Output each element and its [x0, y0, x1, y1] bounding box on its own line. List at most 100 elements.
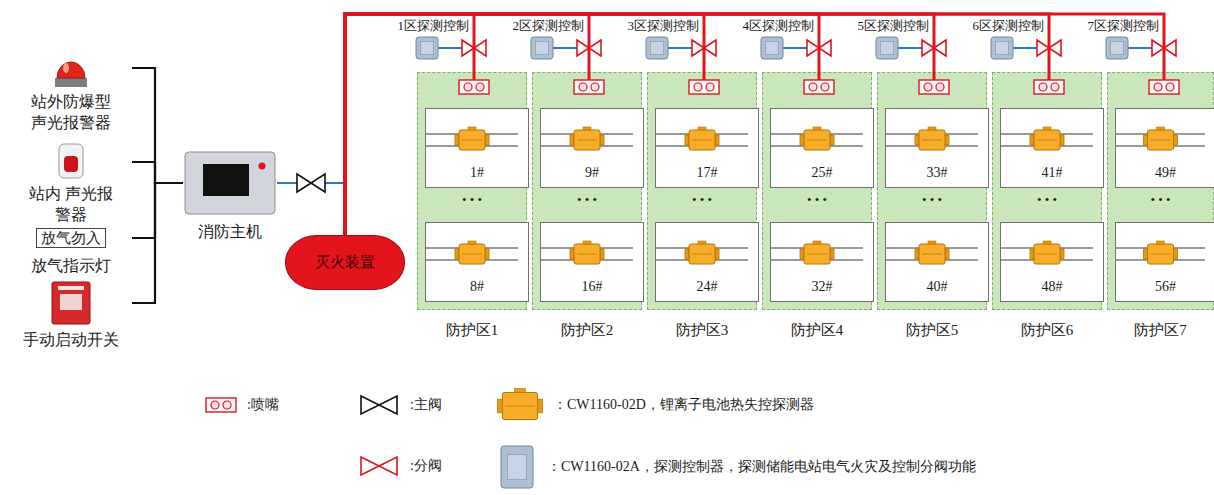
detector-detail [462, 254, 482, 255]
module-number: 8# [426, 279, 528, 295]
zone-nozzle [647, 72, 757, 98]
legend-text: ：CW1160-02A，探测控制器，探测储能电站电气火灾及控制分阀功能 [547, 458, 976, 476]
detector-detail [577, 140, 597, 141]
host-icon [183, 150, 277, 216]
detector-detail [583, 127, 591, 130]
detector-tab [1060, 135, 1064, 145]
controller-detail [765, 41, 778, 54]
nozzle-hole [1166, 83, 1174, 91]
detector-detail [505, 406, 534, 407]
pipe-stub [1163, 72, 1166, 80]
legend-item: ：CW1160-02D，锂离子电池热失控探测器 [497, 387, 814, 423]
detector-symbol [1034, 244, 1060, 264]
detector-symbol [459, 130, 485, 150]
legend-sample [497, 387, 543, 423]
detector-detail [807, 254, 827, 255]
nozzle-hole [706, 83, 714, 91]
battery-module: 16# [540, 222, 644, 302]
branch-valve-symbol [1152, 40, 1176, 56]
detector-detail [807, 140, 827, 141]
battery-module: 40# [885, 222, 989, 302]
detector-detail [813, 241, 821, 244]
controller-symbol [531, 37, 553, 59]
continuation-dots: • • • [647, 192, 757, 208]
module-drawing [656, 109, 748, 163]
protection-zone: • • •防护区29#16# [532, 72, 642, 344]
zone-nozzle [1107, 72, 1214, 98]
node-text: 站外防爆型 声光报警器 [25, 92, 117, 134]
host-screen [203, 164, 249, 196]
module-number: 32# [771, 279, 873, 295]
sign-text: 放气勿入 [36, 228, 106, 248]
protection-zone: • • •防护区641#48# [992, 72, 1102, 344]
controller-symbol [991, 37, 1013, 59]
switch-panel [60, 294, 82, 310]
zone-control-label: 7区探测控制 [1079, 17, 1159, 35]
nozzle-hole [924, 83, 932, 91]
module-drawing [1116, 223, 1205, 277]
nozzle-hole [476, 83, 484, 91]
extinguisher-tank: 灭火装置 [285, 235, 405, 290]
legend-text: :喷嘴 [247, 396, 279, 414]
pipe-stub [473, 72, 476, 80]
nozzle-symbol [459, 80, 489, 94]
branch-valve-symbol [577, 40, 601, 56]
detector-symbol [919, 130, 945, 150]
detector-tab [600, 135, 604, 145]
detector-detail [1037, 140, 1057, 141]
nozzle-symbol [919, 80, 949, 94]
control-wire [783, 47, 807, 49]
detector-detail [1151, 140, 1171, 141]
pipe-stub [588, 72, 591, 80]
controller-detail [995, 41, 1008, 54]
zone-control-label: 1区探测控制 [389, 17, 469, 35]
detector-tab [1174, 249, 1178, 259]
battery-module: 32# [770, 222, 874, 302]
fire-control-host: 消防主机 [183, 150, 277, 243]
detector-tab [715, 135, 719, 145]
control-wire [898, 47, 922, 49]
battery-module: 25# [770, 108, 874, 188]
detector-tab [1144, 135, 1148, 145]
alarm-device: 站内 声光报警器 [10, 142, 132, 226]
zone-heading: 防护区2 [532, 321, 642, 340]
branch-valve-symbol [922, 40, 946, 56]
detector-tab [945, 249, 949, 259]
detector-detail [1043, 241, 1051, 244]
nozzle-hole [936, 83, 944, 91]
controller-detail [420, 41, 433, 54]
battery-module: 24# [655, 222, 759, 302]
detector-tab [600, 249, 604, 259]
module-number: 40# [886, 279, 988, 295]
nozzle-symbol [1149, 80, 1179, 94]
detector-detail [922, 140, 942, 141]
main-valve-symbol [361, 396, 397, 414]
nozzle-hole [464, 83, 472, 91]
nozzle-hole [211, 401, 219, 409]
detector-detail [698, 241, 706, 244]
detector-detail [813, 127, 821, 130]
alarm-device: 站外防爆型 声光报警器 [10, 48, 132, 134]
controller-symbol [1106, 37, 1128, 59]
detector-tab [1030, 135, 1034, 145]
zone-heading: 防护区3 [647, 321, 757, 340]
nozzle-symbol [1034, 80, 1064, 94]
detector-tab [800, 135, 804, 145]
zone-heading: 防护区7 [1107, 321, 1214, 340]
battery-module: 33# [885, 108, 989, 188]
nozzle-symbol [804, 80, 834, 94]
battery-module: 48# [1000, 222, 1104, 302]
detector-tab [915, 135, 919, 145]
manual-switch: 手动启动开关 [10, 280, 132, 351]
controller-detail [880, 41, 893, 54]
branch-valve-symbol [361, 457, 397, 475]
zone-control-label: 4区探测控制 [734, 17, 814, 35]
branch-valve-symbol [807, 40, 831, 56]
module-drawing [541, 109, 633, 163]
nozzle-hole [1039, 83, 1047, 91]
main-valve-symbol [297, 174, 325, 192]
battery-module: 41# [1000, 108, 1104, 188]
detector-detail [1043, 127, 1051, 130]
nozzle-hole [223, 401, 231, 409]
